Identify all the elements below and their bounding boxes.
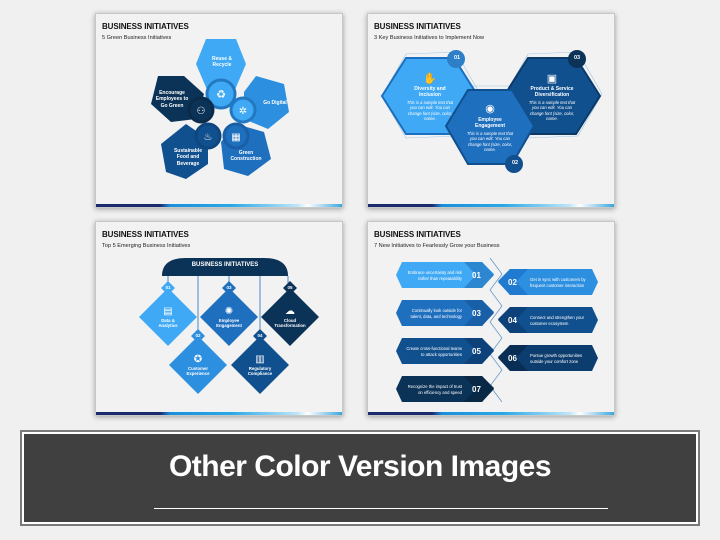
item-label: Regulatory Compliance: [247, 366, 273, 377]
item-label: Encourage Employees to Go Green: [155, 90, 189, 109]
recycle-icon: ♻: [216, 89, 226, 101]
item-label: Employee Engagement: [216, 318, 242, 329]
item-label: Cloud Transformation: [274, 318, 306, 329]
item-label: Customer Experience: [186, 366, 210, 377]
compliance-icon: ▥: [255, 354, 264, 365]
item-label: Sustainable Food and Beverage: [173, 148, 203, 167]
slide-thumbnail-emerging-initiatives[interactable]: BUSINESS INITIATIVES Top 5 Emerging Busi…: [95, 221, 343, 416]
hexagon-trio-diagram: ✋ ◉ ▣: [380, 50, 603, 173]
other-color-versions-banner[interactable]: Other Color Version Images: [20, 430, 700, 526]
building-icon: ▦: [231, 132, 240, 143]
step-number: 04: [508, 316, 517, 325]
banner-title: Other Color Version Images: [168, 450, 552, 483]
slide-thumbnail-seven-initiatives[interactable]: BUSINESS INITIATIVES 7 New Initiatives t…: [367, 221, 615, 416]
footer-gradient-bar: [96, 412, 342, 415]
slide-subtitle: 3 Key Business Initiatives to Implement …: [374, 35, 485, 41]
item-label: Go Digital: [263, 100, 287, 106]
step-number: 05: [472, 347, 481, 356]
slide-thumbnail-green-initiatives[interactable]: BUSINESS INITIATIVES 5 Green Business In…: [95, 13, 343, 208]
team-icon: ◉: [485, 103, 495, 115]
item-number: 03: [573, 55, 581, 61]
petal-go-digital: [244, 76, 289, 129]
item-number: 05: [287, 285, 293, 290]
slide-title: BUSINESS INITIATIVES: [374, 230, 461, 239]
item-number: 01: [165, 285, 171, 290]
zigzag-steps-diagram: [396, 257, 598, 403]
slide-subtitle: 7 New Initiatives to Fearlessly Grow you…: [374, 243, 500, 249]
slide-subtitle: 5 Green Business Initiatives: [102, 35, 172, 41]
customer-icon: ✪: [194, 354, 202, 365]
step-number: 06: [508, 354, 517, 363]
step-number: 07: [472, 385, 481, 394]
flower-hexagon-diagram: ♻ ✲ ▦ ♨ ⚇: [151, 39, 289, 179]
product-hand-icon: ▣: [547, 73, 557, 85]
step-number: 01: [472, 271, 481, 280]
footer-gradient-bar: [368, 412, 614, 415]
item-heading: Employee Engagement: [474, 117, 505, 130]
item-number: 03: [226, 285, 232, 290]
item-number: 04: [257, 333, 263, 338]
diamond-hierarchy-diagram: ▤ ✺ ☁ ✪ ▥: [139, 258, 319, 394]
item-heading: Diversity and Inclusion: [414, 86, 446, 99]
slide-title: BUSINESS INITIATIVES: [374, 22, 461, 31]
item-label: Reuse & Recycle: [211, 56, 232, 69]
item-label: Data & Analytics: [158, 318, 178, 329]
engagement-icon: ✺: [225, 306, 233, 317]
slide-thumbnail-key-initiatives[interactable]: BUSINESS INITIATIVES 3 Key Business Init…: [367, 13, 615, 208]
analytics-icon: ▤: [163, 306, 172, 317]
petal-reuse-recycle: [196, 39, 246, 92]
item-number: 02: [511, 160, 519, 166]
item-body: This is a sample text that you can edit.…: [528, 100, 576, 122]
item-number: 02: [195, 333, 201, 338]
item-body: This is a sample text that you can edit.…: [406, 100, 454, 122]
hand-people-icon: ✋: [423, 72, 437, 85]
food-icon: ♨: [204, 132, 213, 143]
item-body: This is a sample text that you can edit.…: [466, 131, 514, 153]
slide-title: BUSINESS INITIATIVES: [102, 22, 189, 31]
cloud-icon: ☁: [285, 306, 295, 317]
item-label: Green Construction: [230, 150, 262, 163]
slide-subtitle: Top 5 Emerging Business Initiatives: [102, 243, 191, 249]
employees-icon: ⚇: [197, 106, 206, 117]
footer-gradient-bar: [96, 204, 342, 207]
banner-underline: [154, 508, 608, 509]
item-number: 01: [453, 55, 461, 61]
digital-brain-icon: ✲: [239, 106, 247, 117]
slide-title: BUSINESS INITIATIVES: [102, 230, 189, 239]
step-number: 03: [472, 309, 481, 318]
item-heading: Product & Service Diversification: [530, 86, 574, 99]
header-label: BUSINESS INITIATIVES: [191, 262, 259, 268]
footer-gradient-bar: [368, 204, 614, 207]
step-number: 02: [508, 278, 517, 287]
